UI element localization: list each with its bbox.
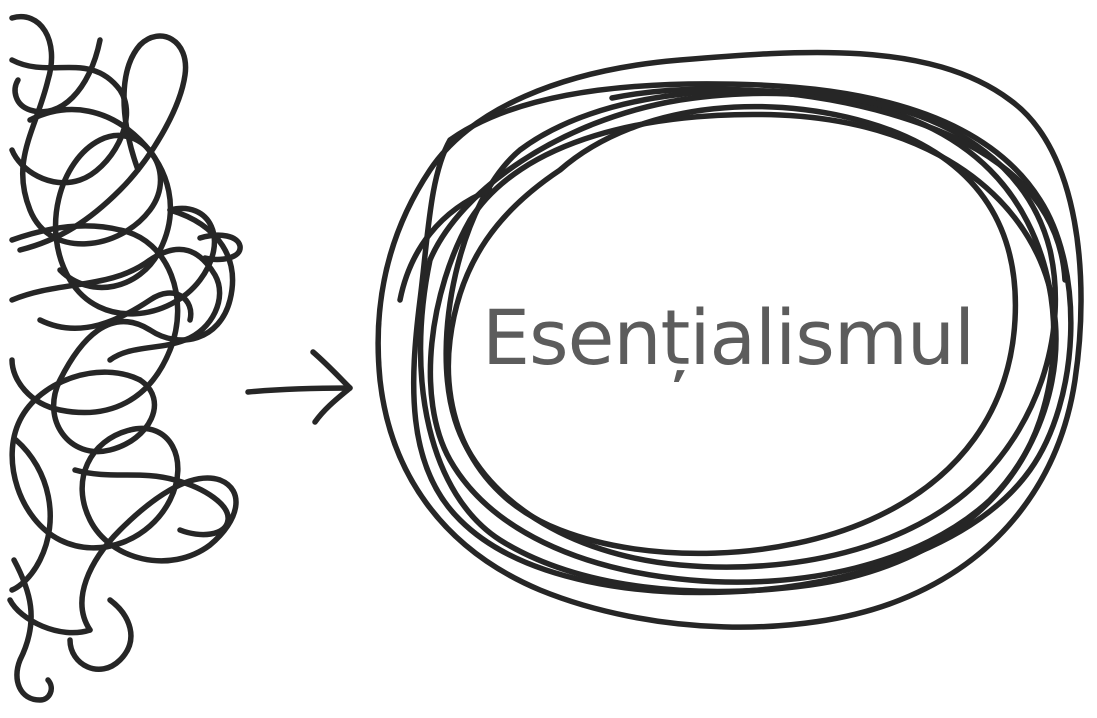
tangle-scribble-icon	[10, 17, 240, 700]
diagram-title: Esențialismul	[482, 300, 1002, 376]
arrow-right-icon	[248, 352, 350, 422]
